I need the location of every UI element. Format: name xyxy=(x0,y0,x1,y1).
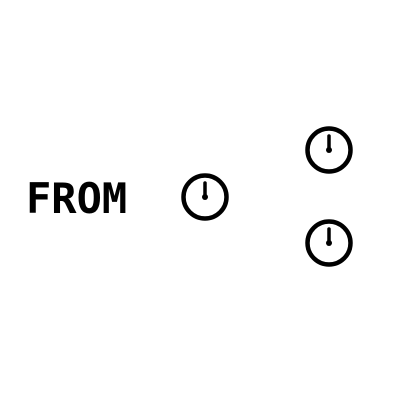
clock-icon-graphic xyxy=(181,173,229,221)
clock-icon xyxy=(305,219,353,267)
clock-icon xyxy=(305,126,353,174)
clock-icon-graphic xyxy=(305,126,353,174)
from-label: FROM xyxy=(26,174,128,223)
clock-icon-graphic xyxy=(305,219,353,267)
clock-icon xyxy=(181,173,229,221)
